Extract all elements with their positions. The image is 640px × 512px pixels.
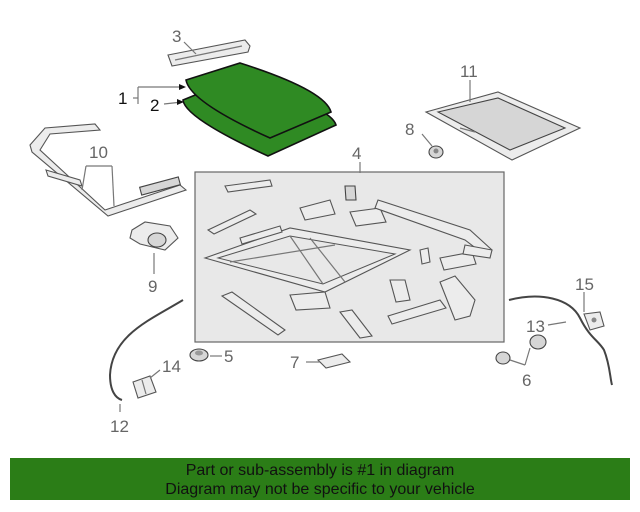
callout-14[interactable]: 14 — [162, 357, 181, 376]
part-11-sunshade[interactable] — [424, 91, 582, 161]
leader-3 — [183, 41, 197, 55]
part-3-deflector[interactable] — [167, 39, 251, 67]
leader-8 — [421, 133, 433, 147]
callout-13[interactable]: 13 — [526, 317, 545, 336]
part-15-clip[interactable] — [583, 311, 605, 331]
leader-14 — [149, 369, 161, 379]
callout-4[interactable]: 4 — [352, 144, 361, 163]
callout-5[interactable]: 5 — [224, 347, 233, 366]
part-1-sunroof-glass[interactable] — [185, 62, 332, 139]
part-6-grommets[interactable] — [495, 334, 547, 365]
leader-13 — [547, 321, 567, 326]
banner-line-2: Diagram may not be specific to your vehi… — [165, 481, 475, 498]
callout-3[interactable]: 3 — [172, 27, 181, 46]
part-9-motor[interactable] — [129, 221, 179, 251]
banner-line-1: Part or sub-assembly is #1 in diagram — [185, 462, 455, 479]
part-7-label[interactable] — [316, 353, 352, 369]
callout-8[interactable]: 8 — [405, 120, 414, 139]
parts-diagram: 3 1 2 11 8 10 4 — [29, 27, 613, 436]
part-13-drain-hose[interactable] — [508, 295, 613, 386]
leader-10 — [81, 165, 115, 207]
callout-7[interactable]: 7 — [290, 353, 299, 372]
leader-6 — [509, 347, 531, 366]
callout-12[interactable]: 12 — [110, 417, 129, 436]
leader-1-2 — [133, 84, 186, 105]
part-4-housing — [203, 179, 493, 339]
callout-6[interactable]: 6 — [522, 371, 531, 390]
callout-11[interactable]: 11 — [460, 62, 478, 81]
part-12-drain-hose[interactable] — [108, 299, 184, 401]
info-banner: Part or sub-assembly is #1 in diagram Di… — [10, 458, 630, 500]
callout-9[interactable]: 9 — [148, 277, 157, 296]
callout-2[interactable]: 2 — [150, 96, 159, 115]
part-14-clip[interactable] — [132, 375, 157, 399]
callout-15[interactable]: 15 — [575, 275, 594, 294]
callout-10[interactable]: 10 — [89, 143, 108, 162]
part-8-clip[interactable] — [428, 145, 444, 159]
part-5-grommet[interactable] — [189, 348, 209, 362]
part-10-rails[interactable] — [29, 123, 188, 217]
callout-1[interactable]: 1 — [118, 89, 127, 108]
